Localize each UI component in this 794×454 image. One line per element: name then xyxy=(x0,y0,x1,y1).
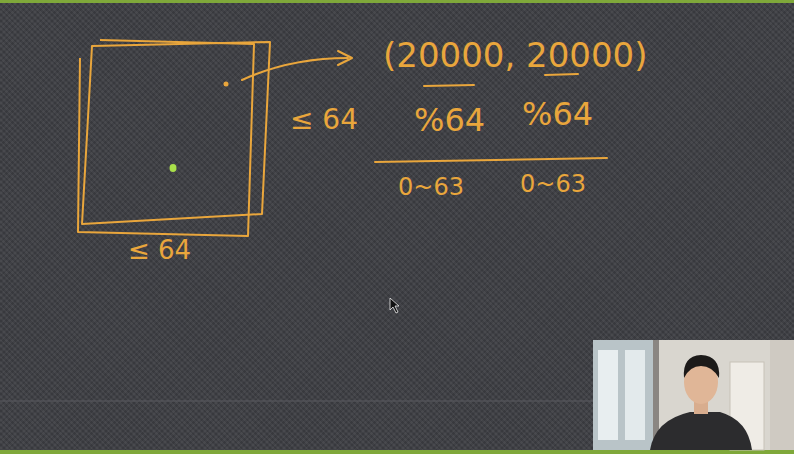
mouse-cursor xyxy=(390,298,399,313)
underline xyxy=(424,85,474,86)
bottom-bar xyxy=(0,450,794,454)
webcam-inset xyxy=(593,340,794,450)
underline xyxy=(545,74,578,75)
range-label: 0~63 xyxy=(520,172,586,196)
coordinate-label: (20000, 20000) xyxy=(383,38,647,72)
green-point xyxy=(170,164,177,172)
leader-arrow xyxy=(242,58,348,80)
square-outline-second xyxy=(78,40,254,236)
modulo-label: %64 xyxy=(414,104,485,136)
modulo-label: %64 xyxy=(522,98,593,130)
dimension-label: ≤ 64 xyxy=(128,237,191,263)
arrow-head xyxy=(338,51,352,65)
division-line xyxy=(375,158,607,162)
square-outline xyxy=(82,42,270,224)
top-bar xyxy=(0,0,794,3)
dimension-label: ≤ 64 xyxy=(290,106,358,134)
orange-point xyxy=(224,82,229,87)
range-label: 0~63 xyxy=(398,175,464,199)
